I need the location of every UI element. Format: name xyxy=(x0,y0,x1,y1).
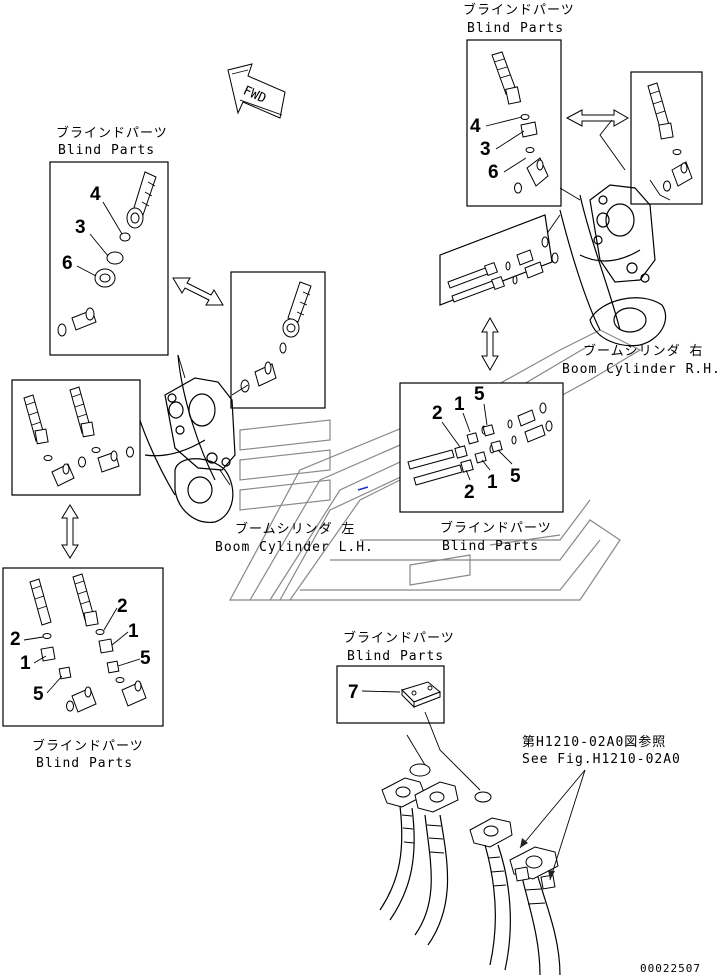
callout-1: 1 xyxy=(487,472,498,493)
double-arrow-icon xyxy=(565,109,630,127)
detail-box-left-hose xyxy=(230,271,326,409)
callout-3: 3 xyxy=(75,217,86,238)
blind-parts-box-middle-right: 2 1 5 2 1 5 xyxy=(399,382,564,513)
callout-1: 1 xyxy=(454,394,465,415)
callout-2: 2 xyxy=(10,629,21,650)
callout-1: 1 xyxy=(128,621,139,642)
callout-3: 3 xyxy=(480,139,491,160)
double-arrow-icon xyxy=(172,277,224,306)
blind-parts-box-bottom-middle: ブラインドパーツ Blind Parts 7 xyxy=(336,630,455,724)
blind-parts-caption-jp: ブラインドパーツ xyxy=(56,125,168,141)
callout-1: 1 xyxy=(20,653,31,674)
blind-parts-caption-en: Blind Parts xyxy=(347,649,444,664)
callout-2: 2 xyxy=(117,596,128,617)
blind-parts-caption-jp: ブラインドパーツ xyxy=(343,630,455,646)
hose-assembly-left xyxy=(379,711,492,946)
reference-arrows xyxy=(519,769,586,881)
boom-cylinder-lh-caption-jp: ブームシリンダ 左 xyxy=(235,521,355,537)
hose-assembly-right xyxy=(469,817,561,976)
callout-4: 4 xyxy=(90,184,101,205)
double-arrow-vertical-icon xyxy=(481,316,499,372)
boom-cylinder-left xyxy=(129,354,249,523)
blind-parts-caption-en: Blind Parts xyxy=(58,143,155,158)
callout-5: 5 xyxy=(140,648,151,669)
blind-parts-caption-jp: ブラインドパーツ xyxy=(32,738,144,754)
blind-parts-caption-en: Blind Parts xyxy=(467,21,564,36)
callout-6: 6 xyxy=(488,162,499,183)
blind-parts-box-top-right: ブラインドパーツ Blind Parts 4 3 6 xyxy=(463,2,575,207)
blind-parts-caption-en: Blind Parts xyxy=(442,539,539,554)
callout-6: 6 xyxy=(62,253,73,274)
boom-cylinder-rh-caption-en: Boom Cylinder R.H. xyxy=(562,362,721,377)
callout-2: 2 xyxy=(464,482,475,503)
callout-7: 7 xyxy=(348,682,359,703)
blind-parts-box-bottom-left: 2 1 5 2 1 5 xyxy=(2,567,164,727)
callout-5: 5 xyxy=(33,684,44,705)
callout-4: 4 xyxy=(470,116,481,137)
detail-box-right-upper xyxy=(439,214,559,306)
see-fig-caption-en: See Fig.H1210-02A0 xyxy=(522,752,681,767)
machine-frame-outline xyxy=(228,329,642,601)
boom-cylinder-right xyxy=(519,119,671,347)
blind-parts-caption-jp: ブラインドパーツ xyxy=(440,520,552,536)
blind-parts-caption-en: Blind Parts xyxy=(36,756,133,771)
drawing-number: 00022507 xyxy=(640,962,701,975)
callout-5: 5 xyxy=(474,384,485,405)
callout-2: 2 xyxy=(432,403,443,424)
fwd-arrow-icon: FWD xyxy=(227,63,286,119)
double-arrow-vertical-icon xyxy=(61,504,79,559)
callout-5: 5 xyxy=(510,466,521,487)
see-fig-caption-jp: 第H1210-02A0図参照 xyxy=(522,734,666,750)
boom-cylinder-rh-caption-jp: ブームシリンダ 右 xyxy=(583,343,703,359)
detail-box-right-hose xyxy=(630,71,703,205)
blind-parts-box-top-left: ブラインドパーツ Blind Parts 4 3 6 xyxy=(49,125,169,356)
detail-box-left-middle xyxy=(11,379,141,496)
blind-parts-caption-jp: ブラインドパーツ xyxy=(463,2,575,18)
boom-cylinder-lh-caption-en: Boom Cylinder L.H. xyxy=(215,540,374,555)
